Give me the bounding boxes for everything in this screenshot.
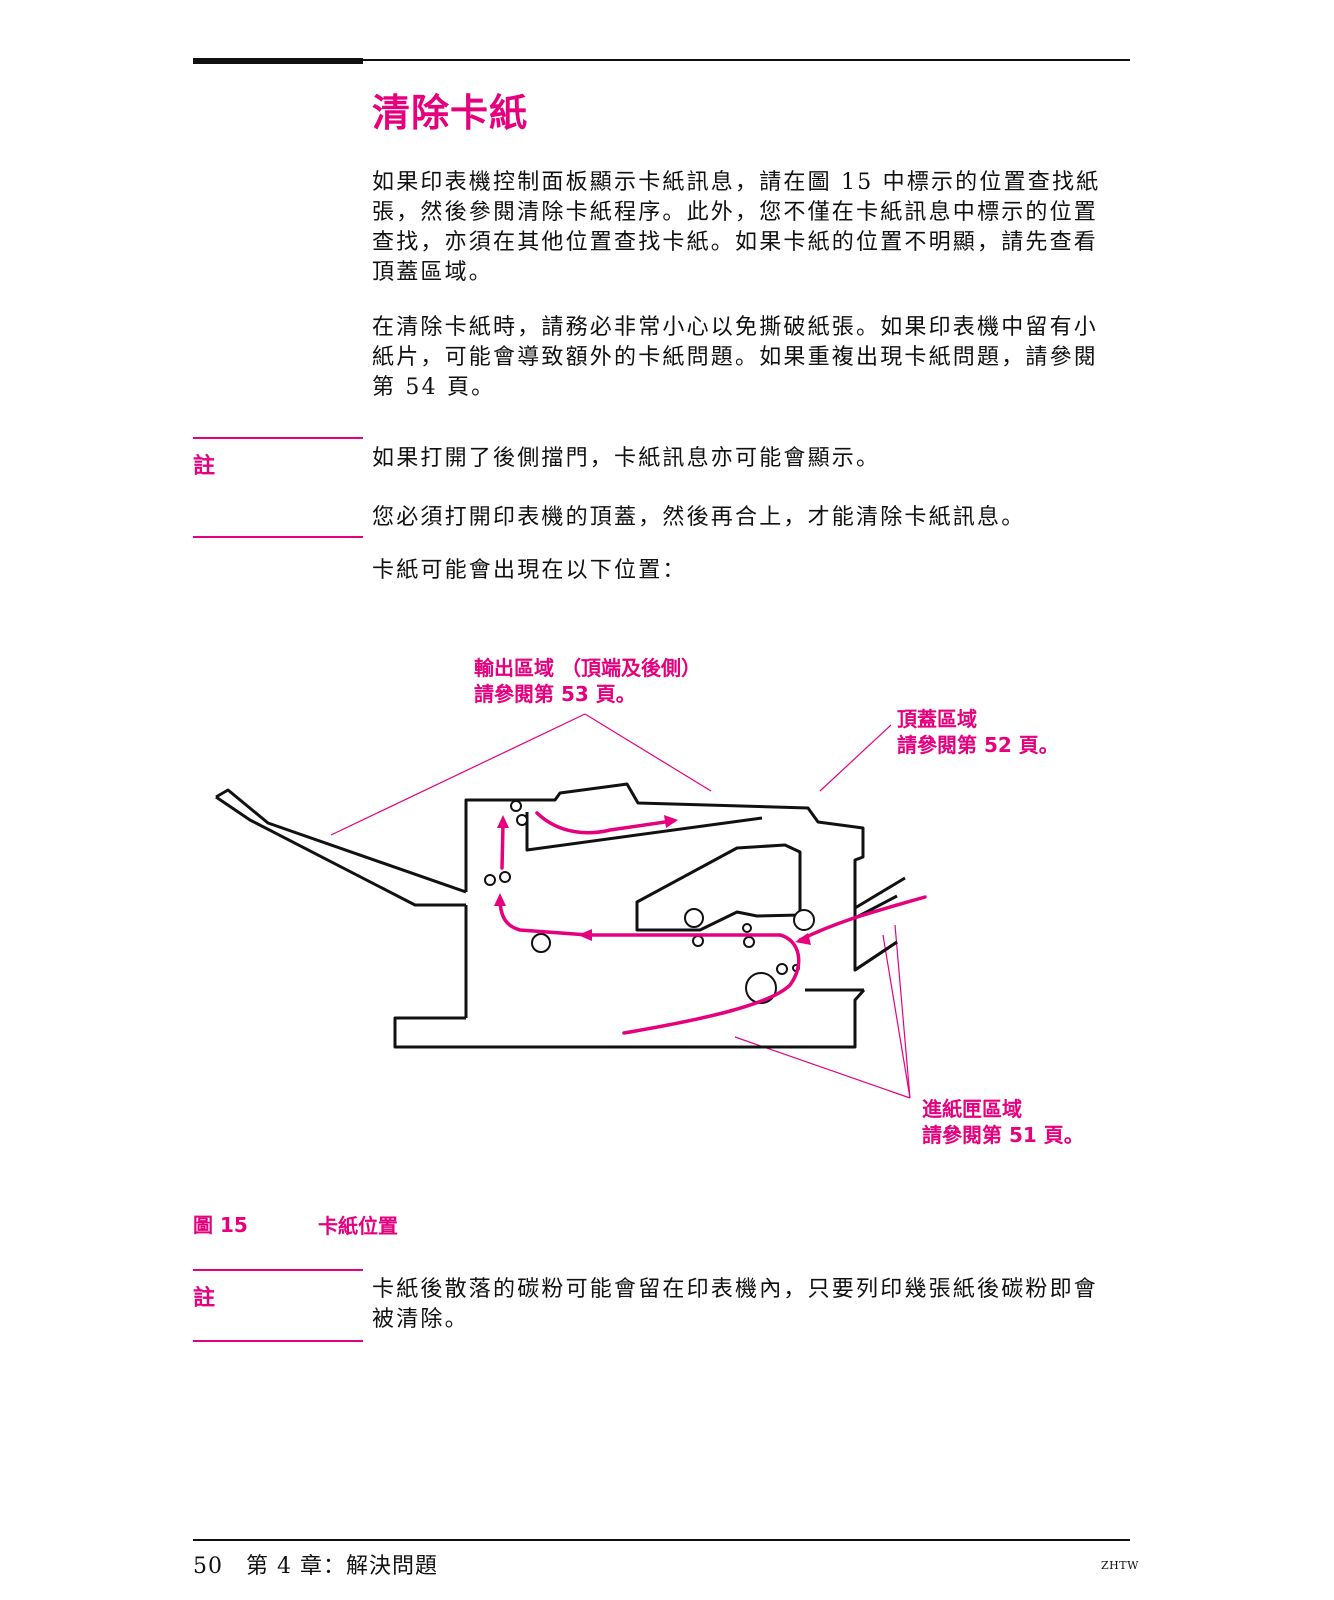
note-rule-bottom (193, 536, 363, 538)
page-title: 清除卡紙 (372, 91, 529, 135)
note-rule-bottom (193, 1340, 363, 1342)
footer-rule (193, 1539, 1130, 1541)
callout-tray-area: 進紙匣區域 請參閱第 51 頁。 (922, 1097, 1084, 1147)
note-label: 註 (193, 454, 216, 479)
printer-outline (215, 782, 906, 1049)
leader-lines (330, 713, 911, 1099)
toner-note: 卡紙後散落的碳粉可能會留在印表機內，只要列印幾張紙後碳粉即會被清除。 (372, 1277, 1099, 1332)
note-label: 註 (193, 1286, 216, 1311)
caution-paragraph: 在清除卡紙時，請務必非常小心以免撕破紙張。如果印表機中留有小紙片，可能會導致額外… (372, 315, 1099, 400)
callout-top-cover-area: 頂蓋區域 請參閱第 52 頁。 (897, 707, 1059, 757)
note-line: 如果打開了後側擋門，卡紙訊息亦可能會顯示。 (372, 446, 881, 471)
intro-paragraph: 如果印表機控制面板顯示卡紙訊息，請在圖 15 中標示的位置查找紙張，然後參閱清除… (372, 170, 1101, 285)
note-rule-top (193, 1269, 363, 1271)
locations-intro: 卡紙可能會出現在以下位置： (372, 558, 687, 583)
header-rule (193, 59, 1130, 61)
note-line: 您必須打開印表機的頂蓋，然後再合上，才能清除卡紙訊息。 (372, 505, 1026, 530)
figure-number: 圖 15 (193, 1213, 248, 1237)
callout-output-area: 輸出區域 （頂端及後側） 請參閱第 53 頁。 (474, 656, 701, 706)
footer-page-chapter: 50 第 4 章：解決問題 (193, 1554, 438, 1579)
figure-caption: 卡紙位置 (318, 1214, 398, 1238)
paper-path (494, 811, 927, 1035)
note-rule-top (193, 437, 363, 439)
footer-locale-tag: ZHTW (1101, 1559, 1139, 1572)
header-rule-thick (193, 58, 363, 64)
rollers (484, 800, 815, 1004)
